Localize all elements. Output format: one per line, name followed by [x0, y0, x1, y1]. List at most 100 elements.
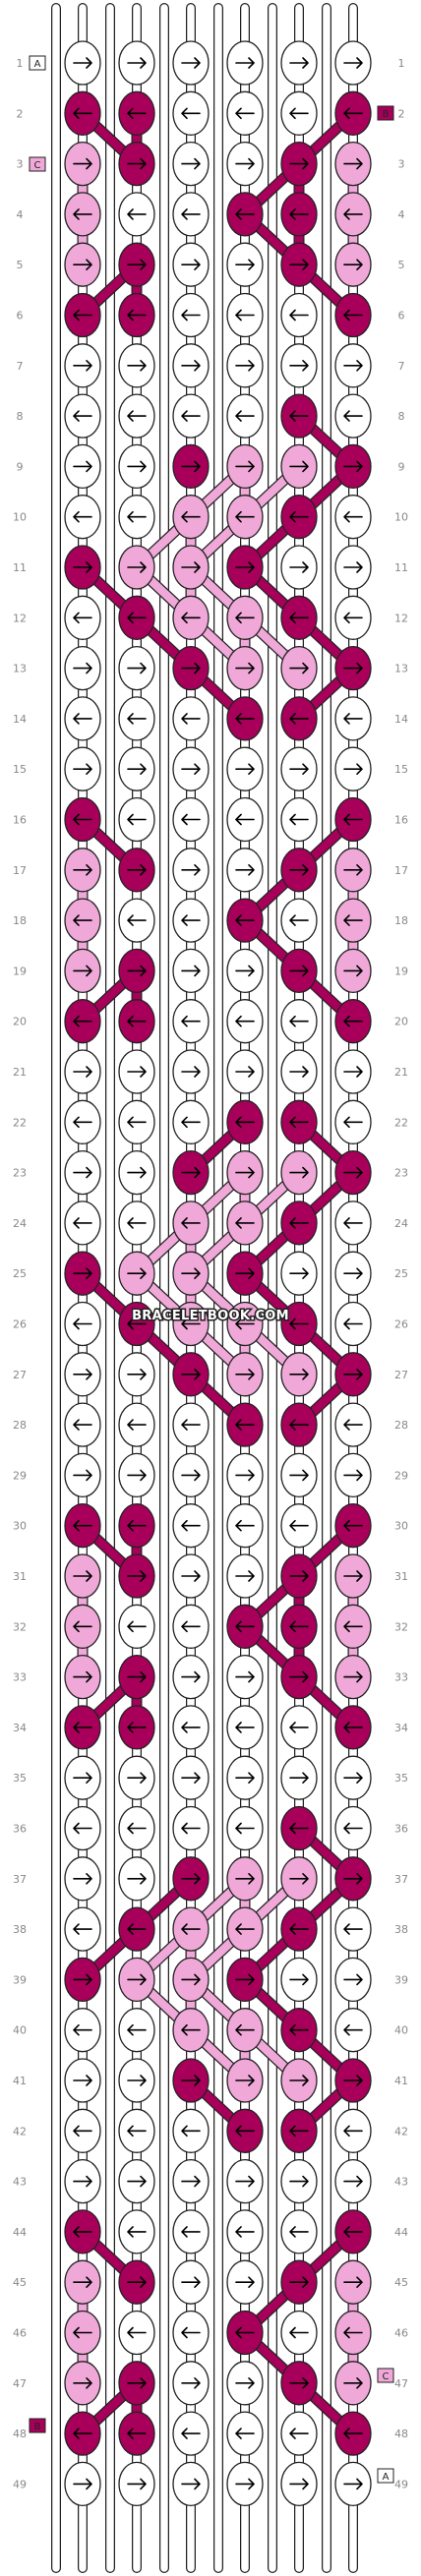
- knot[interactable]: [334, 898, 372, 943]
- knot[interactable]: [226, 40, 264, 86]
- knot[interactable]: [118, 40, 155, 86]
- knot[interactable]: [226, 645, 264, 691]
- knot[interactable]: [280, 1856, 318, 1902]
- knot[interactable]: [118, 393, 155, 439]
- knot[interactable]: [280, 2461, 318, 2507]
- knot[interactable]: [118, 545, 155, 590]
- knot[interactable]: [280, 1553, 318, 1599]
- knot[interactable]: [280, 393, 318, 439]
- knot[interactable]: [280, 1755, 318, 1800]
- knot[interactable]: [172, 2158, 210, 2204]
- knot[interactable]: [226, 2310, 264, 2356]
- knot[interactable]: [280, 2310, 318, 2356]
- knot[interactable]: [334, 2361, 372, 2406]
- knot[interactable]: [226, 595, 264, 640]
- knot[interactable]: [118, 1805, 155, 1851]
- knot[interactable]: [64, 2310, 101, 2356]
- knot[interactable]: [118, 999, 155, 1044]
- knot[interactable]: [64, 746, 101, 791]
- knot[interactable]: [226, 2058, 264, 2103]
- knot[interactable]: [172, 40, 210, 86]
- knot[interactable]: [118, 242, 155, 287]
- knot[interactable]: [334, 1553, 372, 1599]
- knot[interactable]: [172, 1957, 210, 2003]
- knot[interactable]: [334, 999, 372, 1044]
- knot[interactable]: [118, 1755, 155, 1800]
- knot[interactable]: [226, 1200, 264, 1246]
- knot[interactable]: [280, 1099, 318, 1144]
- knot[interactable]: [280, 1452, 318, 1498]
- knot[interactable]: [64, 545, 101, 590]
- knot[interactable]: [280, 1049, 318, 1094]
- knot[interactable]: [172, 343, 210, 388]
- knot[interactable]: [172, 1755, 210, 1800]
- knot[interactable]: [118, 645, 155, 691]
- knot[interactable]: [172, 1553, 210, 1599]
- knot[interactable]: [280, 242, 318, 287]
- knot[interactable]: [172, 696, 210, 741]
- knot[interactable]: [64, 141, 101, 187]
- knot[interactable]: [334, 1200, 372, 1246]
- knot[interactable]: [172, 1352, 210, 1397]
- knot[interactable]: [118, 696, 155, 741]
- knot[interactable]: [280, 1301, 318, 1347]
- knot[interactable]: [64, 1099, 101, 1144]
- knot[interactable]: [226, 2259, 264, 2305]
- knot[interactable]: [334, 292, 372, 338]
- knot[interactable]: [334, 141, 372, 187]
- knot[interactable]: [118, 1604, 155, 1649]
- knot[interactable]: [280, 1805, 318, 1851]
- knot[interactable]: [118, 2108, 155, 2153]
- knot[interactable]: [226, 2158, 264, 2204]
- knot[interactable]: [118, 1452, 155, 1498]
- knot[interactable]: [172, 1805, 210, 1851]
- knot[interactable]: [280, 595, 318, 640]
- knot[interactable]: [334, 443, 372, 490]
- knot[interactable]: [226, 495, 264, 540]
- knot[interactable]: [280, 90, 318, 136]
- knot[interactable]: [334, 1251, 372, 1296]
- knot[interactable]: [172, 1503, 210, 1549]
- knot[interactable]: [226, 393, 264, 439]
- knot[interactable]: [118, 2158, 155, 2204]
- knot[interactable]: [334, 90, 372, 136]
- knot[interactable]: [280, 495, 318, 540]
- knot[interactable]: [334, 1099, 372, 1144]
- knot[interactable]: [226, 696, 264, 741]
- knot[interactable]: [280, 1251, 318, 1296]
- knot[interactable]: [226, 2361, 264, 2406]
- knot[interactable]: [280, 898, 318, 943]
- knot[interactable]: [280, 999, 318, 1044]
- knot[interactable]: [64, 948, 101, 994]
- knot[interactable]: [172, 545, 210, 590]
- knot[interactable]: [118, 1906, 155, 1952]
- knot[interactable]: [118, 1654, 155, 1700]
- knot[interactable]: [172, 2259, 210, 2305]
- knot[interactable]: [334, 2259, 372, 2305]
- knot[interactable]: [334, 343, 372, 388]
- knot[interactable]: [334, 40, 372, 86]
- knot[interactable]: [118, 2259, 155, 2305]
- knot[interactable]: [334, 1856, 372, 1902]
- knot[interactable]: [226, 192, 264, 237]
- knot[interactable]: [64, 2008, 101, 2053]
- knot[interactable]: [172, 746, 210, 791]
- knot[interactable]: [334, 2411, 372, 2456]
- knot[interactable]: [226, 1402, 264, 1447]
- knot[interactable]: [118, 343, 155, 388]
- knot[interactable]: [334, 2108, 372, 2153]
- knot[interactable]: [334, 1301, 372, 1347]
- knot[interactable]: [280, 1503, 318, 1549]
- knot[interactable]: [226, 2008, 264, 2053]
- knot[interactable]: [280, 2259, 318, 2305]
- knot[interactable]: [64, 393, 101, 439]
- knot[interactable]: [334, 1402, 372, 1447]
- knot[interactable]: [172, 1402, 210, 1447]
- knot[interactable]: [226, 90, 264, 136]
- knot[interactable]: [334, 1957, 372, 2003]
- knot[interactable]: [64, 2108, 101, 2153]
- knot[interactable]: [172, 1906, 210, 1952]
- knot[interactable]: [64, 796, 101, 843]
- knot[interactable]: [226, 1352, 264, 1397]
- knot[interactable]: [226, 1957, 264, 2003]
